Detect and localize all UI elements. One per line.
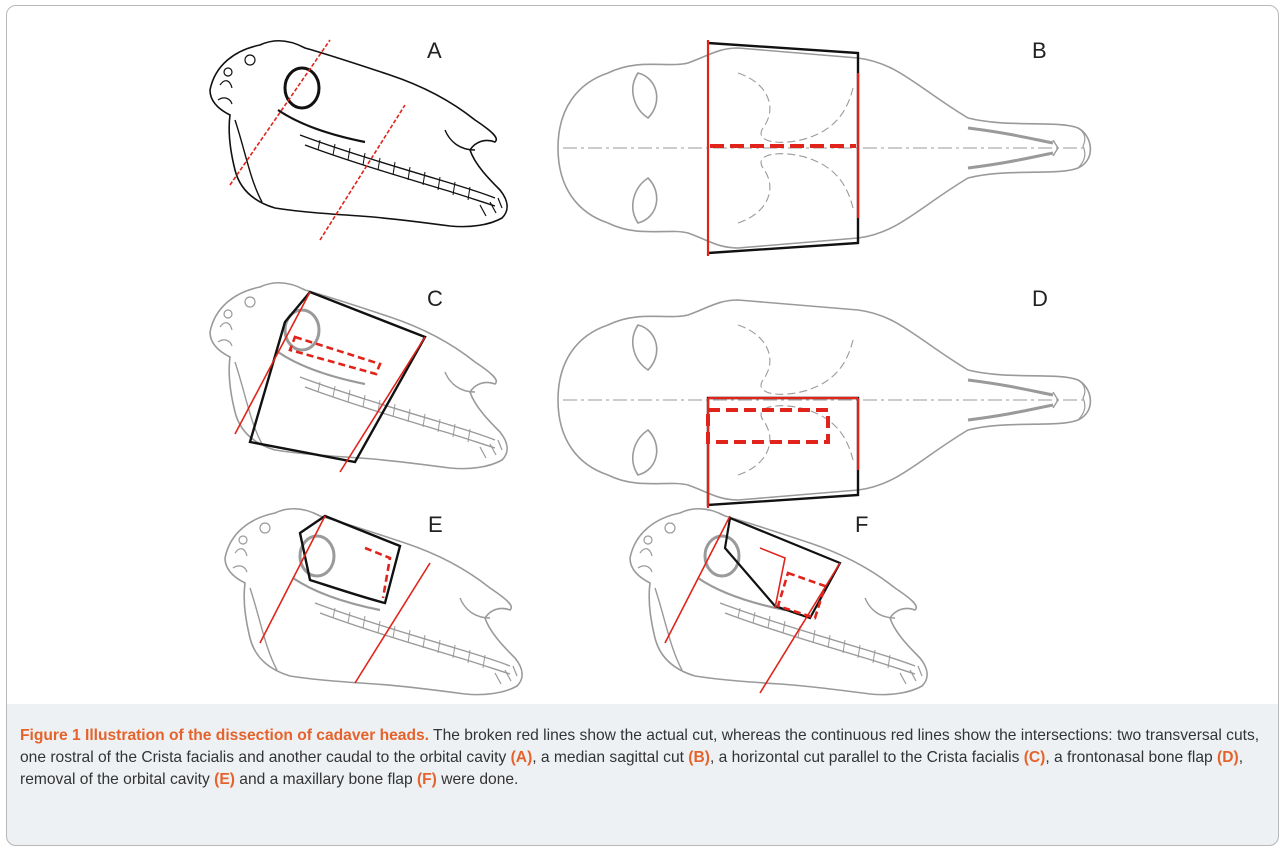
panel-label-a: A (427, 38, 442, 64)
caption-ref-d: (D) (1217, 749, 1239, 766)
cut-line (260, 516, 325, 643)
panel-label-b: B (1032, 38, 1047, 64)
cut-line (708, 410, 828, 442)
figure-caption: Figure 1 Illustration of the dissection … (20, 725, 1265, 791)
skull-lateral-illustration (610, 488, 940, 718)
cut-line (760, 563, 840, 693)
panel-a (190, 20, 520, 250)
caption-ref-a: (A) (511, 749, 533, 766)
cut-line (355, 563, 430, 683)
panel-label-f: F (855, 512, 869, 538)
caption-title: Figure 1 Illustration of the dissection … (20, 727, 429, 744)
skull-dorsal-illustration (538, 28, 1108, 268)
panel-label-e: E (428, 512, 443, 538)
skull-lateral-illustration (190, 262, 520, 492)
caption-text: , a frontonasal bone flap (1045, 749, 1217, 766)
skull-lateral-illustration (205, 488, 535, 718)
caption-ref-b: (B) (688, 749, 710, 766)
panel-label-d: D (1032, 286, 1048, 312)
cut-line (365, 548, 390, 598)
panel-e (205, 488, 535, 718)
cut-line (665, 516, 730, 643)
cut-line (340, 337, 425, 472)
panel-d (538, 280, 1108, 520)
cut-line (320, 105, 405, 240)
caption-ref-f: (F) (417, 771, 437, 788)
panel-label-c: C (427, 286, 443, 312)
cut-line (778, 573, 825, 618)
skull-dorsal-illustration (538, 280, 1108, 520)
panel-c (190, 262, 520, 492)
caption-text: and a maxillary bone flap (235, 771, 417, 788)
skull-lateral-illustration (190, 20, 520, 250)
caption-ref-c: (C) (1024, 749, 1046, 766)
cut-line (290, 337, 380, 374)
caption-ref-e: (E) (214, 771, 235, 788)
panel-f (610, 488, 940, 718)
caption-text: were done. (437, 771, 519, 788)
cut-line (760, 548, 785, 608)
panel-b (538, 28, 1108, 268)
caption-text: , a median sagittal cut (532, 749, 688, 766)
caption-text: , a horizontal cut parallel to the Crist… (710, 749, 1024, 766)
